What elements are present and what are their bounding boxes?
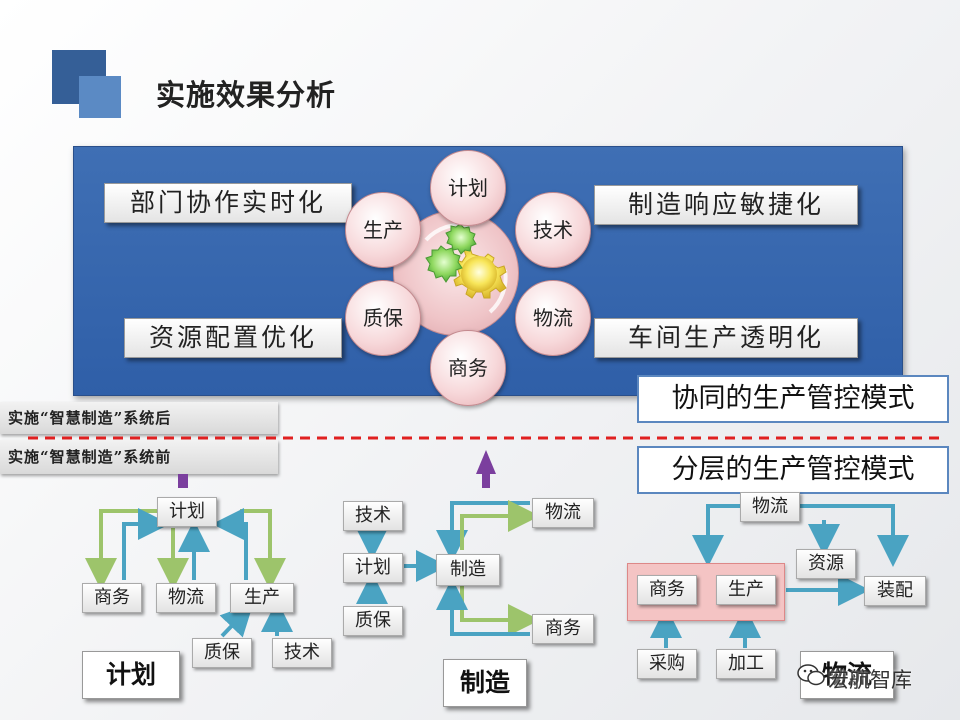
plan-group-node-production: 生产 (230, 583, 294, 613)
benefit-resource-optimization: 资源配置优化 (124, 318, 342, 358)
plan-group-label: 计划 (82, 651, 180, 699)
manufacture-group-node-plan: 计划 (343, 553, 403, 583)
manufacture-group-node-quality: 质保 (343, 606, 403, 636)
petal-logistics: 物流 (515, 280, 591, 356)
logistics-group-node-logistics: 物流 (740, 492, 800, 522)
manufacture-group-node-logistics: 物流 (532, 498, 594, 528)
logistics-group-node-assembly: 装配 (864, 576, 926, 606)
petal-quality: 质保 (345, 280, 421, 356)
manufacture-group-label: 制造 (443, 659, 527, 707)
petal-tech: 技术 (515, 192, 591, 268)
logistics-group-node-production: 生产 (716, 575, 776, 605)
manufacture-group-node-tech: 技术 (343, 501, 403, 531)
plan-group-node-tech: 技术 (272, 638, 332, 668)
plan-group-node-plan: 计划 (157, 497, 217, 527)
benefit-workshop-transparent: 车间生产透明化 (594, 318, 858, 358)
mode-collaborative: 协同的生产管控模式 (637, 375, 949, 423)
manufacture-group-node-manufacture: 制造 (436, 554, 500, 586)
watermark: 宏航智库 (828, 668, 912, 692)
stage-before: 实施“智慧制造”系统前 (0, 440, 278, 474)
benefit-manufacture-agile: 制造响应敏捷化 (594, 185, 858, 225)
wechat-icon (796, 663, 826, 687)
plan-group-node-quality: 质保 (192, 638, 252, 668)
stage-after: 实施“智慧制造”系统后 (0, 402, 278, 434)
petal-business: 商务 (430, 330, 506, 406)
page-title: 实施效果分析 (156, 78, 337, 112)
manufacture-group-node-business: 商务 (532, 614, 594, 644)
benefit-collaboration-realtime: 部门协作实时化 (104, 183, 352, 223)
mode-layered: 分层的生产管控模式 (637, 446, 949, 494)
petal-plan: 计划 (430, 150, 506, 226)
logistics-group-node-business: 商务 (637, 575, 697, 605)
title-decoration-square-light (79, 76, 121, 118)
plan-group-node-logistics: 物流 (156, 583, 216, 613)
petal-production: 生产 (345, 192, 421, 268)
logistics-group-node-processing: 加工 (716, 649, 776, 679)
plan-group-node-business: 商务 (82, 583, 142, 613)
logistics-group-node-resource: 资源 (796, 549, 856, 579)
logistics-group-node-purchase: 采购 (637, 649, 697, 679)
